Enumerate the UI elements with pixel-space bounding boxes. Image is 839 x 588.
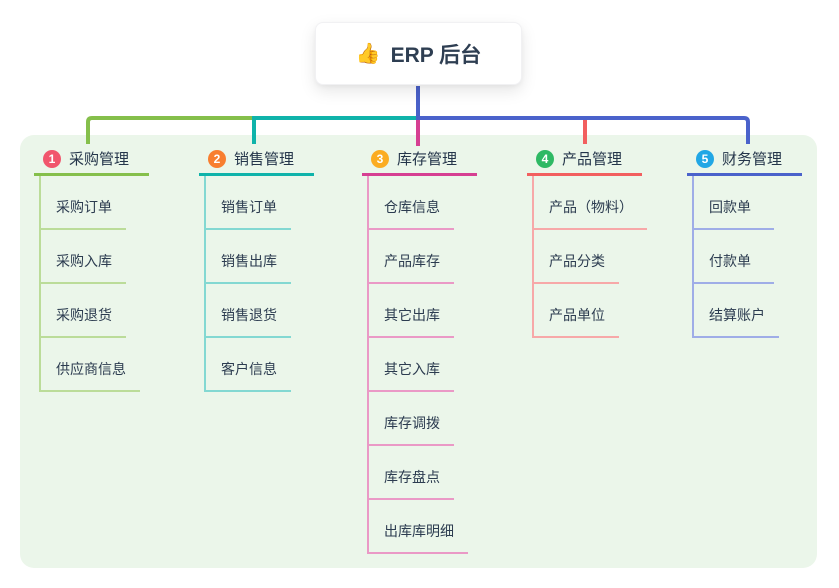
branch-1-label: 采购管理 xyxy=(69,151,130,168)
branch-2: 2 销售管理销售订单销售出库销售退货客户信息 xyxy=(199,148,314,392)
root-label: ERP 后台 xyxy=(390,43,482,67)
branch-4-items: 产品（物料）产品分类产品单位 xyxy=(532,176,647,338)
branch-5-item-1[interactable]: 回款单 xyxy=(694,176,774,230)
branch-5-label: 财务管理 xyxy=(722,151,783,168)
branch-2-number-badge: 2 xyxy=(208,149,226,168)
branch-2-item-3[interactable]: 销售退货 xyxy=(206,284,291,338)
branch-5-number-badge: 5 xyxy=(696,149,714,168)
branch-1-node[interactable]: 1 采购管理 xyxy=(34,148,149,176)
branch-2-item-2[interactable]: 销售出库 xyxy=(206,230,291,284)
branch-5-item-2[interactable]: 付款单 xyxy=(694,230,774,284)
branch-5-node[interactable]: 5 财务管理 xyxy=(687,148,802,176)
branch-5-item-3[interactable]: 结算账户 xyxy=(694,284,779,338)
branch-5: 5 财务管理回款单付款单结算账户 xyxy=(687,148,802,338)
connector-branch-5 xyxy=(418,116,750,144)
branch-1-item-1[interactable]: 采购订单 xyxy=(41,176,126,230)
branch-panel xyxy=(20,135,817,568)
thumbs-up-icon: 👍 xyxy=(355,42,381,65)
branch-1-number-badge: 1 xyxy=(43,149,61,168)
branch-2-item-1[interactable]: 销售订单 xyxy=(206,176,291,230)
branch-3-item-6[interactable]: 库存盘点 xyxy=(369,446,454,500)
branch-3-node[interactable]: 3 库存管理 xyxy=(362,148,477,176)
branch-3-item-7[interactable]: 出库库明细 xyxy=(369,500,468,554)
branch-3-label: 库存管理 xyxy=(397,151,458,168)
branch-3-item-2[interactable]: 产品库存 xyxy=(369,230,454,284)
branch-1-item-2[interactable]: 采购入库 xyxy=(41,230,126,284)
branch-1-item-4[interactable]: 供应商信息 xyxy=(41,338,140,392)
branch-2-node[interactable]: 2 销售管理 xyxy=(199,148,314,176)
connector-branch-1 xyxy=(86,116,256,144)
branch-4-number-badge: 4 xyxy=(536,149,554,168)
branch-3-number-badge: 3 xyxy=(371,149,389,168)
root-node[interactable]: 👍 ERP 后台 xyxy=(315,22,522,85)
branch-3: 3 库存管理仓库信息产品库存其它出库其它入库库存调拨库存盘点出库库明细 xyxy=(362,148,477,554)
branch-2-label: 销售管理 xyxy=(234,151,295,168)
branch-1: 1 采购管理采购订单采购入库采购退货供应商信息 xyxy=(34,148,149,392)
branch-2-items: 销售订单销售出库销售退货客户信息 xyxy=(204,176,291,392)
branch-3-item-1[interactable]: 仓库信息 xyxy=(369,176,454,230)
branch-4-item-1[interactable]: 产品（物料） xyxy=(534,176,647,230)
branch-4-item-2[interactable]: 产品分类 xyxy=(534,230,619,284)
branch-3-item-5[interactable]: 库存调拨 xyxy=(369,392,454,446)
branch-3-items: 仓库信息产品库存其它出库其它入库库存调拨库存盘点出库库明细 xyxy=(367,176,468,554)
branch-4: 4 产品管理产品（物料）产品分类产品单位 xyxy=(527,148,647,338)
branch-4-node[interactable]: 4 产品管理 xyxy=(527,148,642,176)
branch-2-item-4[interactable]: 客户信息 xyxy=(206,338,291,392)
branch-4-item-3[interactable]: 产品单位 xyxy=(534,284,619,338)
branch-3-item-4[interactable]: 其它入库 xyxy=(369,338,454,392)
branch-4-label: 产品管理 xyxy=(562,151,623,168)
branch-1-items: 采购订单采购入库采购退货供应商信息 xyxy=(39,176,140,392)
branch-3-item-3[interactable]: 其它出库 xyxy=(369,284,454,338)
branch-5-items: 回款单付款单结算账户 xyxy=(692,176,779,338)
branch-1-item-3[interactable]: 采购退货 xyxy=(41,284,126,338)
